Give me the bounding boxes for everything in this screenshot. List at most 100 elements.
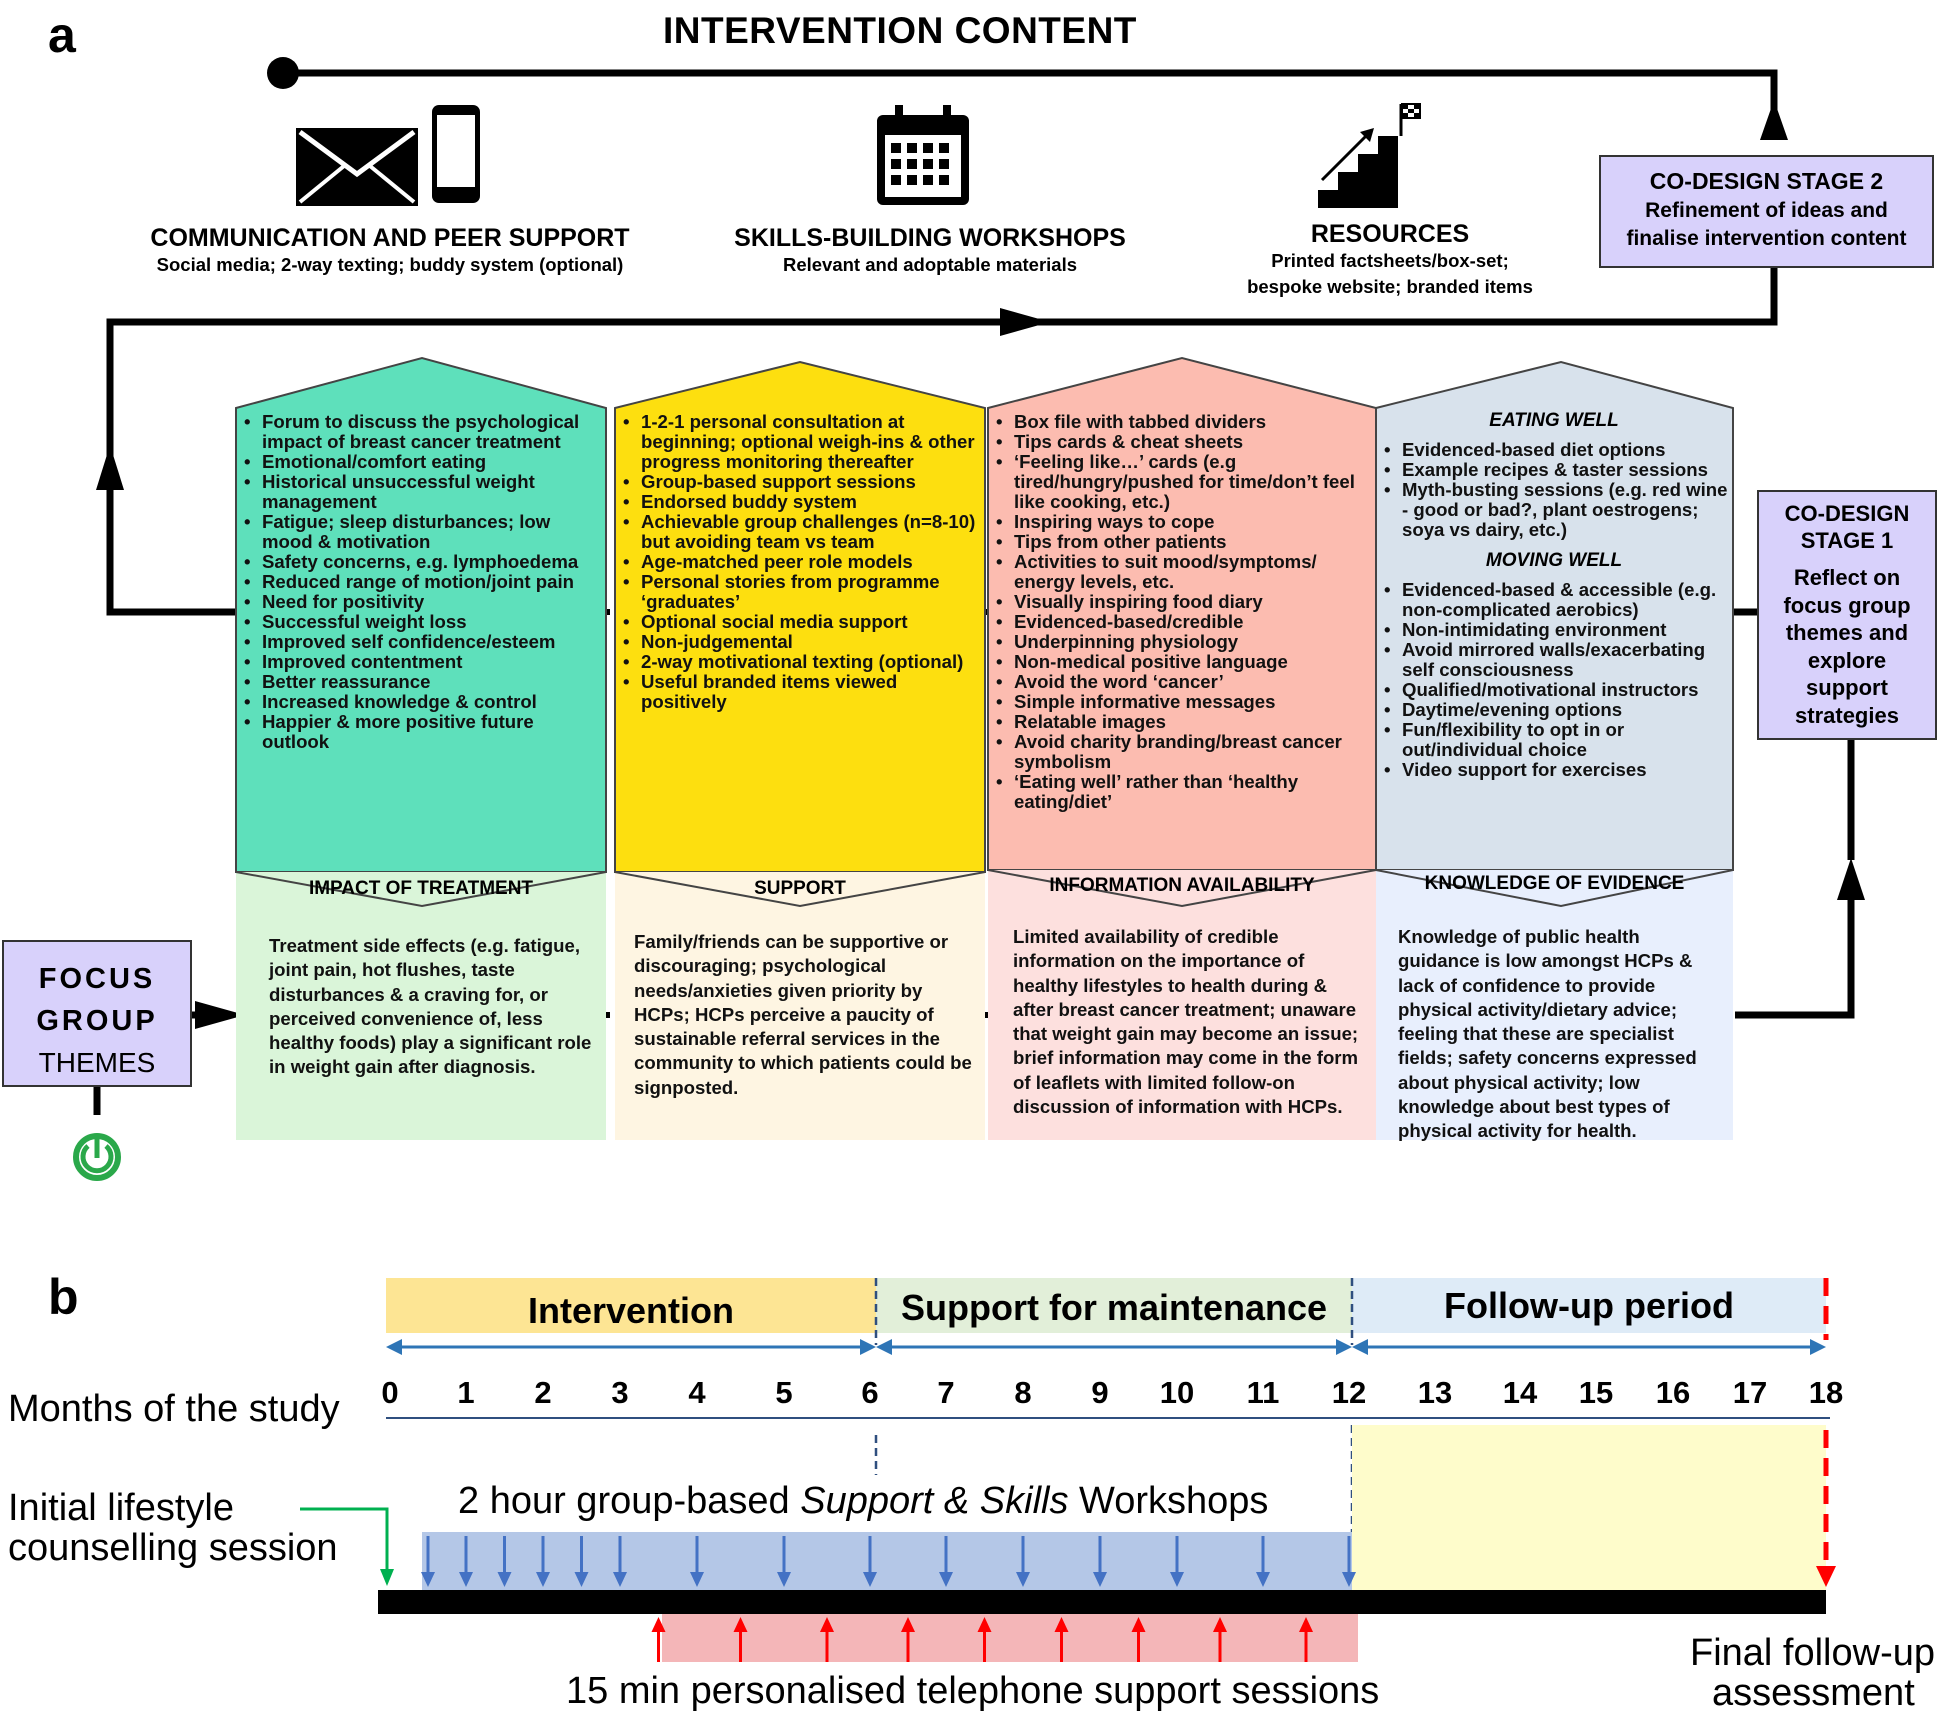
month-tick-label: 13 — [1417, 1375, 1453, 1410]
phone-arrowhead — [651, 1617, 666, 1632]
month-tick-label: 16 — [1655, 1375, 1691, 1410]
column-3-bottom-bg — [988, 870, 1376, 1140]
list-item: Group-based support sessions — [615, 472, 983, 493]
list-item: Reduced range of motion/joint pain — [236, 572, 604, 593]
list-item: Age-matched peer role models — [615, 552, 983, 573]
phone-arrowhead — [1054, 1617, 1069, 1632]
month-tick-label: 8 — [1014, 1375, 1032, 1410]
phone-arrowhead — [1299, 1617, 1313, 1632]
codesign-stage-1-line: Reflect on — [1793, 565, 1901, 590]
workshop-arrowhead — [863, 1572, 877, 1587]
list-item: Successful weight loss — [236, 612, 604, 633]
month-tick-label: 9 — [1091, 1375, 1109, 1410]
workshop-arrowhead — [1093, 1572, 1107, 1587]
phase-arrowhead-right — [1810, 1339, 1826, 1355]
codesign-stage-1-box: CO-DESIGN STAGE 1 Reflect on focus group… — [1757, 490, 1937, 740]
column-4-bottom-bg — [1376, 870, 1733, 1140]
up-arrowhead-left — [96, 445, 124, 490]
middle-loop-line — [106, 265, 1778, 616]
resource-subtitle-resources-2: bespoke website; branded items — [1247, 276, 1533, 297]
panel-b-letter: b — [48, 1269, 79, 1325]
list-item: Improved contentment — [236, 652, 604, 673]
theme-text: Treatment side effects (e.g. fatigue, jo… — [269, 935, 592, 1078]
workshop-arrowhead — [613, 1572, 627, 1587]
list-item: Evidenced-based/credible — [988, 612, 1374, 633]
study-timeline — [300, 1278, 1836, 1662]
codesign-stage-1-line: themes and — [1785, 620, 1909, 645]
codesign-stage-1-line: CO-DESIGN — [1784, 501, 1910, 526]
list-item: Tips from other patients — [988, 532, 1374, 553]
focus-group-line1: FOCUS — [38, 963, 156, 995]
codesign-stage-1-line: focus group — [1783, 592, 1911, 618]
month-tick-label: 5 — [775, 1375, 793, 1410]
month-tick-label: 14 — [1502, 1375, 1538, 1410]
theme-heading: IMPACT OF TREATMENT — [308, 878, 534, 899]
list-item: Avoid mirrored walls/exacerbating self c… — [1376, 640, 1732, 680]
bottom-right-line — [1735, 900, 1855, 1019]
theme-heading: INFORMATION AVAILABILITY — [1049, 875, 1315, 896]
month-tick-label: 17 — [1732, 1375, 1768, 1410]
phase-arrowhead-right — [860, 1339, 876, 1355]
workshop-arrowhead — [574, 1572, 589, 1587]
phone-sessions-label: 15 min personalised telephone support se… — [566, 1670, 1380, 1712]
month-tick-label: 7 — [937, 1375, 955, 1410]
initial-session-arrow — [300, 1507, 389, 1570]
list-item: Fatigue; sleep disturbances; low mood & … — [236, 512, 604, 552]
resource-subtitle-resources-1: Printed factsheets/box-set; — [1271, 250, 1509, 271]
list-item: Activities to suit mood/symptoms/ energy… — [988, 552, 1374, 592]
timeline-bar — [378, 1590, 1826, 1614]
theme-heading: SUPPORT — [754, 878, 846, 899]
month-tick-label: 12 — [1331, 1375, 1367, 1410]
phase-arrowhead-left — [1352, 1339, 1368, 1355]
column-2-strategies: 1-2-1 personal consultation at beginning… — [615, 412, 983, 712]
workshops-label-italic: Support & Skills — [800, 1480, 1069, 1522]
codesign-stage-2-line3: finalise intervention content — [1626, 227, 1907, 250]
eating-well-heading: EATING WELL — [1489, 410, 1619, 431]
workshops-label-part1: 2 hour group-based — [458, 1480, 801, 1522]
codesign-stage-2-line2: Refinement of ideas and — [1645, 199, 1888, 222]
workshop-band — [422, 1532, 1352, 1592]
phase-arrowhead-left — [876, 1339, 892, 1355]
theme-impact-of-treatment: IMPACT OF TREATMENT Treatment side effec… — [236, 878, 606, 1080]
codesign-stage-1-line: support — [1806, 675, 1888, 700]
phone-arrowhead — [977, 1617, 992, 1632]
theme-text: Limited availability of credible informa… — [1013, 926, 1359, 1118]
phase-arrowhead-right — [1336, 1339, 1352, 1355]
list-item: Forum to discuss the psychological impac… — [236, 412, 604, 452]
theme-information-availability: INFORMATION AVAILABILITY Limited availab… — [988, 875, 1376, 1119]
moving-well-heading: MOVING WELL — [1485, 550, 1623, 571]
column-1-strategies: Forum to discuss the psychological impac… — [236, 412, 604, 752]
phase-label-intervention: Intervention — [527, 1290, 734, 1331]
phase-bar — [386, 1278, 876, 1333]
codesign-stage-1-line: strategies — [1795, 702, 1899, 728]
list-item: Avoid charity branding/breast cancer sym… — [988, 732, 1374, 772]
stairs-flag-icon — [1318, 103, 1421, 208]
list-item: Achievable group challenges (n=8-10) but… — [615, 512, 983, 552]
phase-bar — [1352, 1278, 1826, 1333]
initial-session-arrowhead — [380, 1569, 394, 1586]
phase-bar — [876, 1278, 1352, 1333]
month-tick-label: 2 — [534, 1375, 552, 1410]
initial-session-label-2: counselling session — [8, 1527, 338, 1569]
workshop-arrowhead — [497, 1572, 512, 1587]
phone-band — [662, 1605, 1358, 1662]
month-tick-label: 3 — [611, 1375, 629, 1410]
resource-subtitle-workshops: Relevant and adoptable materials — [782, 254, 1078, 275]
list-item: Happier & more positive future outlook — [236, 712, 604, 752]
column-3-strategies: Box file with tabbed dividers Tips cards… — [988, 412, 1374, 812]
list-item: Underpinning physiology — [988, 632, 1374, 653]
months-axis-label: Months of the study — [8, 1388, 340, 1430]
list-item: 1-2-1 personal consultation at beginning… — [615, 412, 983, 472]
list-item: Inspiring ways to cope — [988, 512, 1374, 533]
list-item: Simple informative messages — [988, 692, 1374, 713]
resource-title-communication: COMMUNICATION AND PEER SUPPORT — [150, 224, 630, 252]
workshop-arrowhead — [421, 1572, 435, 1587]
list-item: ‘Eating well’ rather than ‘healthy eatin… — [988, 772, 1374, 812]
calendar-icon — [877, 105, 969, 205]
phone-arrowhead — [733, 1617, 748, 1632]
list-item: Safety concerns, e.g. lymphoedema — [236, 552, 604, 573]
final-followup-label-2: assessment — [1712, 1672, 1915, 1714]
theme-text: Knowledge of public health guidance is l… — [1398, 926, 1697, 1142]
workshop-arrowhead — [777, 1572, 791, 1587]
list-item: Non-intimidating environment — [1376, 620, 1732, 641]
